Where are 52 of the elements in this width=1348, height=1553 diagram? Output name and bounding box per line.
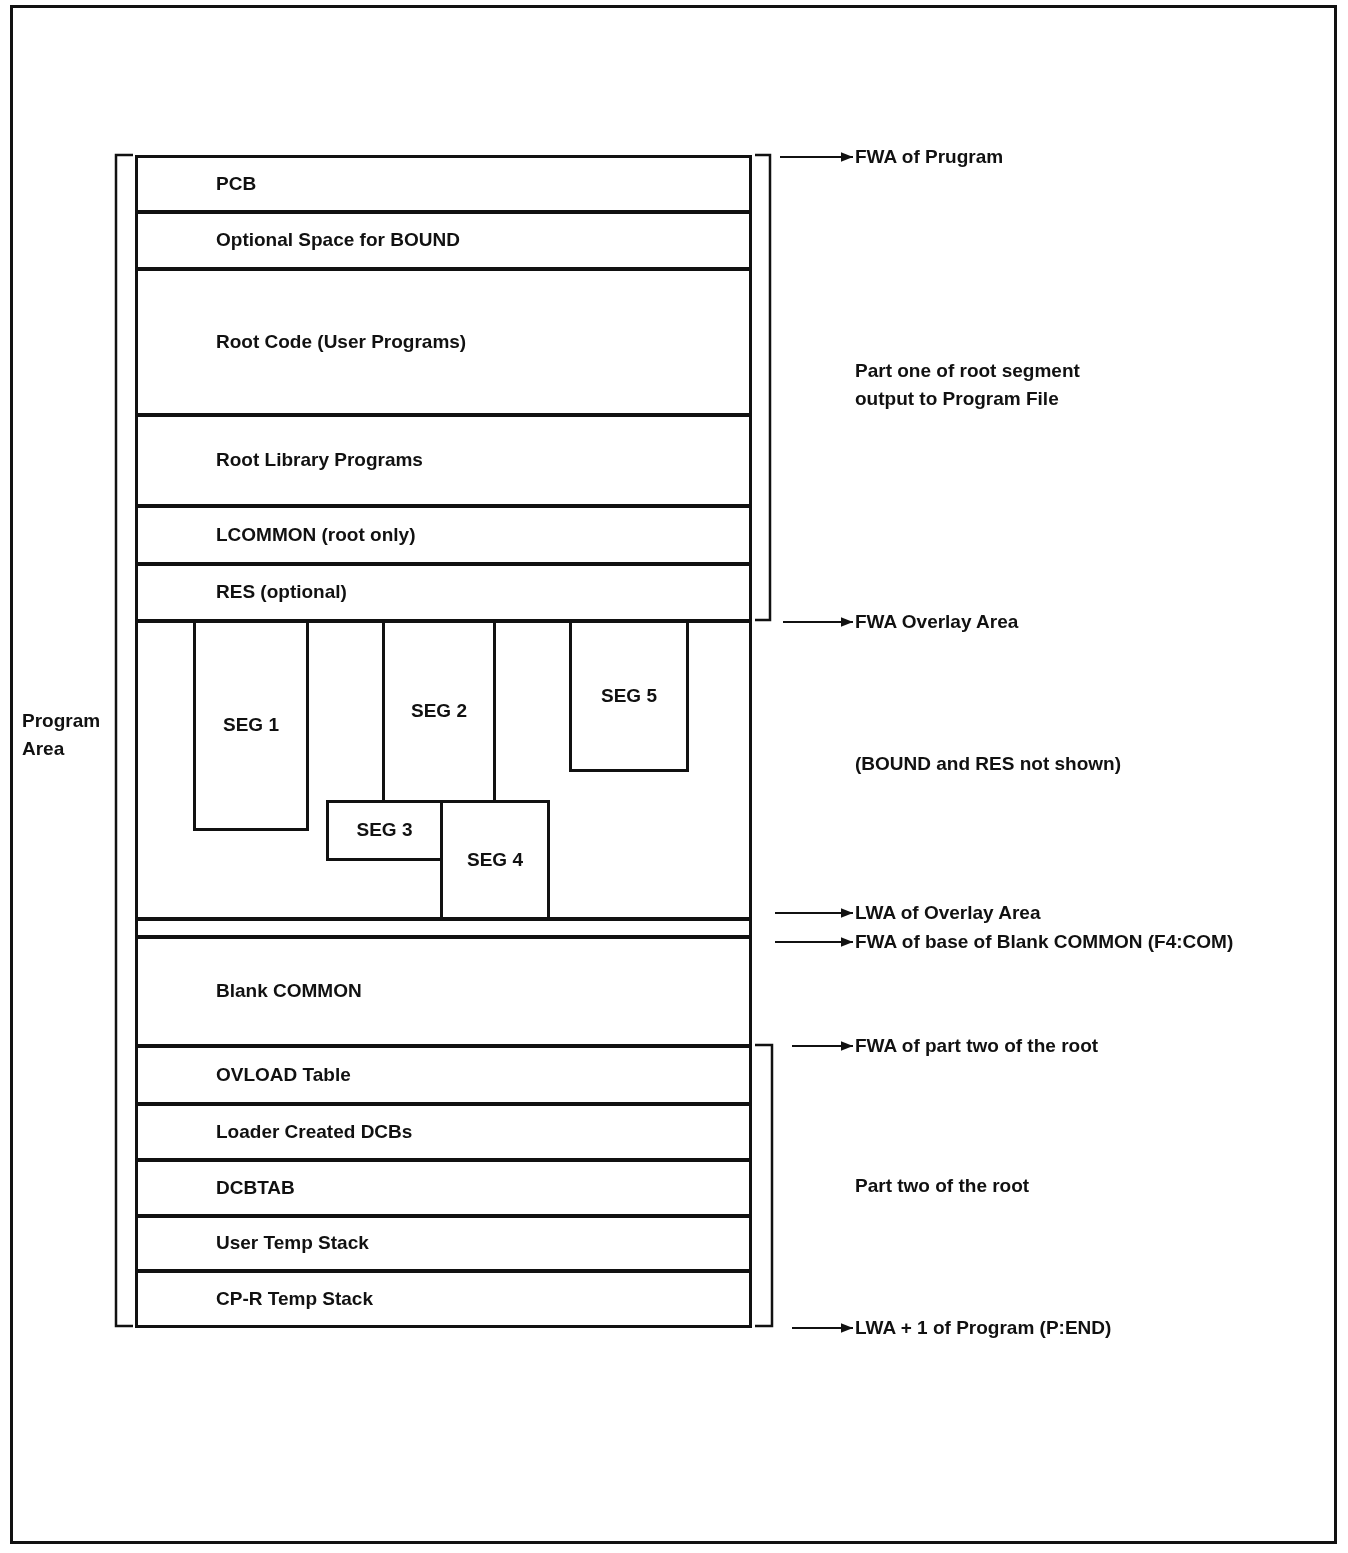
overlay-area-box <box>135 918 752 938</box>
block-label: SEG 4 <box>467 848 523 872</box>
address-label: LWA of Overlay Area <box>855 899 1115 927</box>
arrow <box>774 937 854 947</box>
block-label: SEG 1 <box>223 714 279 737</box>
note-text: (BOUND and RES not shown) <box>855 752 1122 776</box>
block-label: Loader Created DCBs <box>216 1120 413 1144</box>
arrow <box>791 1041 854 1051</box>
segment-box <box>326 800 443 861</box>
block-label: Root Code (User Programs) <box>216 330 467 354</box>
note-text: Part one of root segment output to Program File <box>855 359 1081 411</box>
block-label: RES (optional) <box>216 581 347 604</box>
address-label: LWA + 1 of Program (P:END) <box>855 1314 1175 1342</box>
address-label: FWA of base of Blank COMMON (F4:COM) <box>855 928 1335 956</box>
block-label: DCBTAB <box>216 1176 295 1200</box>
block-label: SEG 5 <box>601 684 657 708</box>
segment-box <box>569 620 689 772</box>
memory-block <box>135 211 752 270</box>
note-text: Part two of the root <box>855 1174 1031 1198</box>
block-label: User Temp Stack <box>216 1232 369 1255</box>
address-label: FWA of part two of the root <box>855 1032 1175 1060</box>
block-label: SEG 3 <box>356 819 413 842</box>
block-label: Root Library Programs <box>216 449 423 472</box>
address-label: FWA Overlay Area <box>855 608 1115 636</box>
memory-block <box>135 155 752 213</box>
segment-box <box>382 620 496 803</box>
address-label: FWA of Prugram <box>855 143 1115 171</box>
block-label: Blank COMMON <box>216 980 362 1003</box>
block-label: LCOMMON (root only) <box>216 523 416 547</box>
memory-block <box>135 268 752 416</box>
memory-block <box>135 414 752 507</box>
memory-block <box>135 1159 752 1217</box>
arrow <box>774 908 854 918</box>
memory-block <box>135 1103 752 1161</box>
block-label: PCB <box>216 172 257 196</box>
overlay-area-box <box>135 620 752 920</box>
block-label: OVLOAD Table <box>216 1063 351 1087</box>
segment-box <box>440 800 550 920</box>
memory-block <box>135 936 752 1047</box>
arrow <box>791 1323 854 1333</box>
note-text: Program Area <box>22 709 102 761</box>
memory-block <box>135 505 752 565</box>
block-label: Optional Space for BOUND <box>216 229 460 252</box>
memory-block <box>135 1270 752 1328</box>
memory-block <box>135 563 752 622</box>
memory-block <box>135 1045 752 1105</box>
arrow <box>782 617 854 627</box>
arrow <box>779 152 854 162</box>
memory-block <box>135 1215 752 1272</box>
block-label: SEG 2 <box>411 700 467 723</box>
block-label: CP-R Temp Stack <box>216 1287 373 1311</box>
segment-box <box>193 620 309 831</box>
